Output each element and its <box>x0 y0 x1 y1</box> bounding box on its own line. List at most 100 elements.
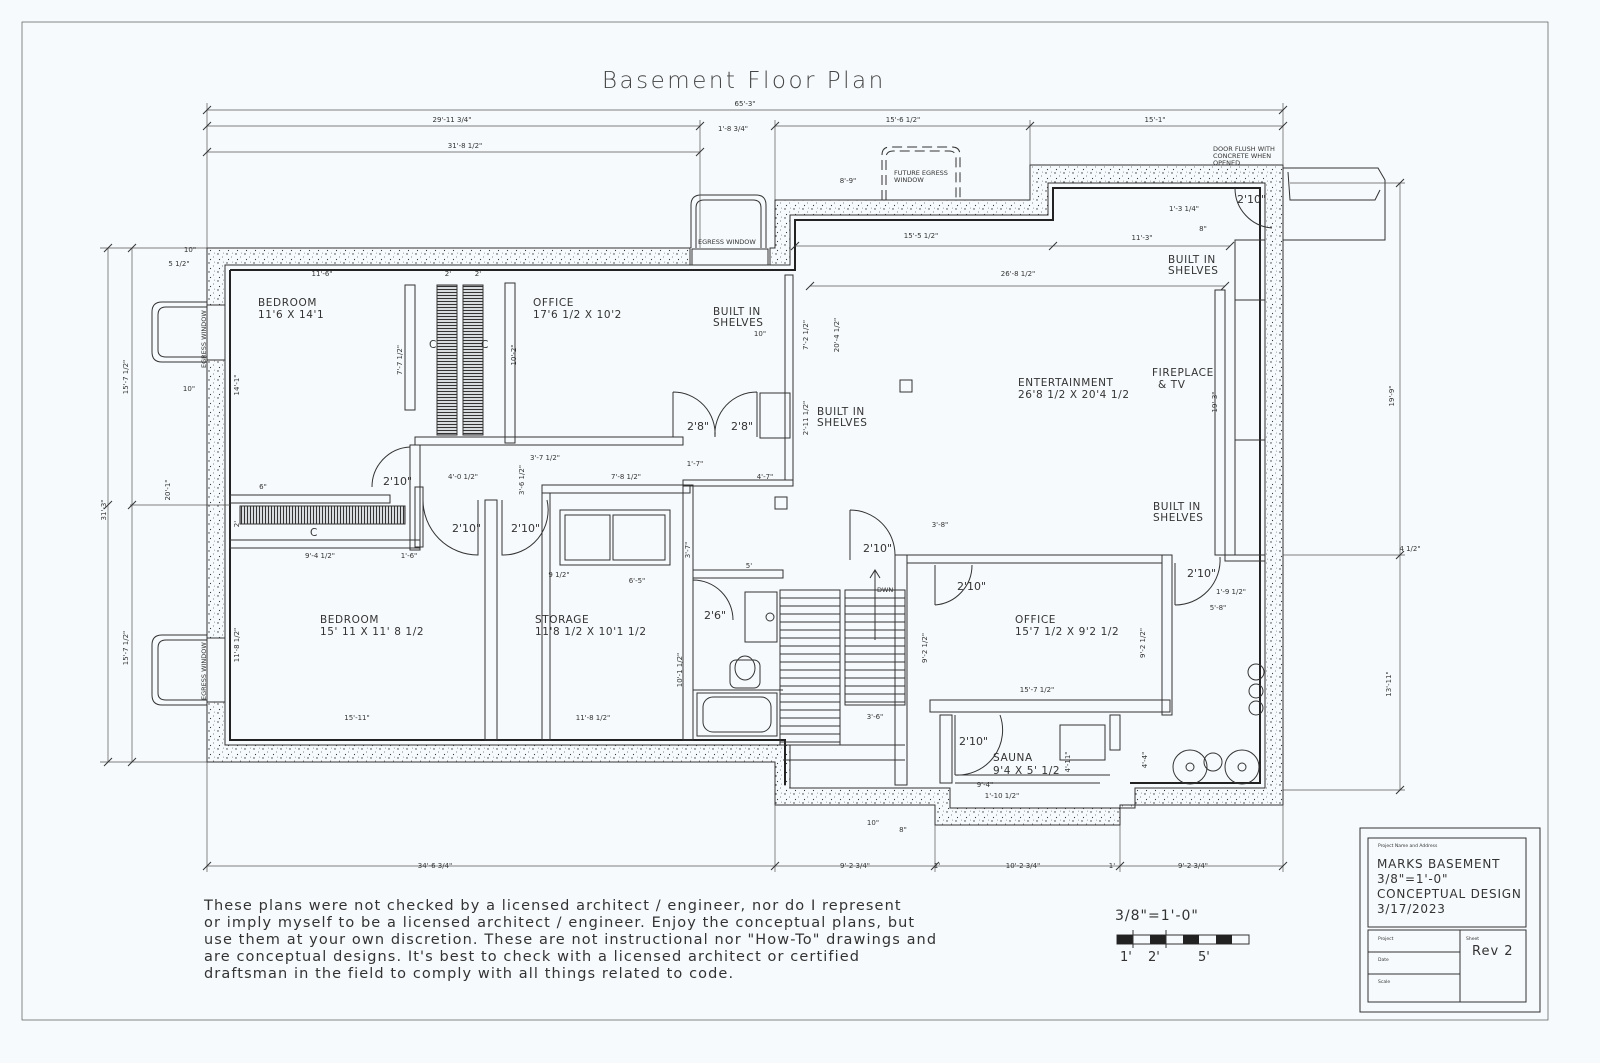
dimension-label: 31'-3" <box>100 499 108 520</box>
dimension-label: 11'-8 1/2" <box>576 714 611 722</box>
dimension-tick <box>1115 861 1125 871</box>
title-block: Project Name and Address MARKS BASEMENT … <box>1359 827 1541 1013</box>
scale-label: 3/8"=1'-0" <box>1115 908 1199 924</box>
closet-shelving <box>462 284 484 436</box>
scale-tick: 2' <box>1148 950 1160 965</box>
dimension-label: 10'-2" <box>510 344 518 365</box>
staircase <box>779 589 906 746</box>
dimension-tick <box>930 861 940 871</box>
note-future-egress: FUTURE EGRESS <box>894 169 948 177</box>
dimension-tick <box>103 243 113 253</box>
dimension-label: 2'-11 1/2" <box>802 401 810 436</box>
exterior-door-flush <box>1234 167 1386 241</box>
dimension-label: 5 1/2" <box>168 260 189 268</box>
dimension-tick <box>127 500 137 510</box>
room-size: 11'8 1/2 X 10'1 1/2 <box>535 626 647 638</box>
dimension-tick <box>1220 281 1230 291</box>
project-scale: 3/8"=1'-0" <box>1377 872 1448 886</box>
scale-tick: 5' <box>1198 950 1210 965</box>
note-shelves: SHELVES <box>1153 512 1204 524</box>
dimension-label: 9'-4" <box>977 781 994 789</box>
dimension-label: 15'-5 1/2" <box>904 232 939 240</box>
dimension-label: 5'-8" <box>1210 604 1227 612</box>
room-name: SAUNA <box>993 752 1033 764</box>
partition-walls <box>229 239 1266 786</box>
dimension-tick <box>790 241 800 251</box>
disclaimer-line: use them at your own discretion. These a… <box>204 932 937 948</box>
project-date: 3/17/2023 <box>1377 902 1446 916</box>
room-name: ENTERTAINMENT <box>1018 377 1114 389</box>
dimension-label: 1' <box>934 862 940 870</box>
room-name: BEDROOM <box>320 614 379 626</box>
dimension-tick <box>1225 241 1235 251</box>
door-size-label: 2'8" <box>731 420 753 433</box>
dimension-lines <box>100 103 1405 872</box>
egress-window-left-top <box>151 301 226 363</box>
dimension-label: 10" <box>867 819 879 827</box>
dimension-tick <box>202 121 212 131</box>
dimension-label: 65'-3" <box>734 100 755 108</box>
note-stairs-down: DWN <box>877 586 893 594</box>
door-size-label: 2'8" <box>687 420 709 433</box>
dimension-labels: 65'-3"29'-11 3/4"1'-8 3/4"31'-8 1/2"15'-… <box>100 100 1421 870</box>
future-egress-window <box>881 146 961 200</box>
dimension-label: 3'-6" <box>867 713 884 721</box>
dimension-label: 15'-1" <box>1144 116 1165 124</box>
closet-shelving <box>436 284 458 436</box>
sheet-field-label: Sheet <box>1466 936 1479 942</box>
dimension-label: 20'-4 1/2" <box>833 318 841 353</box>
dimension-label: 1' <box>1109 862 1115 870</box>
dimension-label: 7'-8 1/2" <box>611 473 641 481</box>
dimension-label: 15'-6 1/2" <box>886 116 921 124</box>
dimension-label: 5' <box>746 562 752 570</box>
room-entertainment: ENTERTAINMENT 26'8 1/2 X 20'4 1/2 <box>1018 377 1130 401</box>
note-shelves: SHELVES <box>1168 265 1219 277</box>
room-name: BEDROOM <box>258 297 317 309</box>
room-name: OFFICE <box>1015 614 1056 626</box>
date-field-label: Date <box>1378 957 1389 963</box>
bathroom-fixtures <box>559 509 778 737</box>
dimension-label: 2' <box>445 270 451 278</box>
note-tv: & TV <box>1158 379 1186 391</box>
disclaimer-line: draftsman in the field to comply with al… <box>204 966 734 982</box>
door-size-label: 2'10" <box>1237 193 1266 206</box>
dimension-label: 7'-2 1/2" <box>802 320 810 350</box>
dimension-label: 4'-11" <box>1064 751 1072 772</box>
dimension-label: 15'-11" <box>344 714 369 722</box>
dimension-label: 1'-10 1/2" <box>985 792 1020 800</box>
dimension-label: 1'-6" <box>401 552 418 560</box>
dimension-label: 15'-7 1/2" <box>122 631 130 666</box>
dimension-tick <box>1025 121 1035 131</box>
room-size: 17'6 1/2 X 10'2 <box>533 309 622 321</box>
project-field-label: Project <box>1378 936 1394 942</box>
dimension-label: 1'-3 1/4" <box>1169 205 1199 213</box>
dimension-label: 1'-7" <box>687 460 704 468</box>
dimension-label: 29'-11 3/4" <box>433 116 472 124</box>
door-swings <box>371 391 1221 776</box>
room-office-2: OFFICE 15'7 1/2 X 9'2 1/2 <box>1015 614 1119 638</box>
room-size: 26'8 1/2 X 20'4 1/2 <box>1018 389 1130 401</box>
dimension-label: 2' <box>475 270 481 278</box>
closet-label: C <box>429 339 437 351</box>
dimension-label: 3'-6 1/2" <box>518 465 526 495</box>
door-size-label: 2'10" <box>383 475 412 488</box>
dimension-ticks <box>103 105 1405 871</box>
sheet-border <box>21 21 1549 1021</box>
dimension-label: 6'-5" <box>629 577 646 585</box>
dimension-tick <box>1395 178 1405 188</box>
dimension-label: 9'-4 1/2" <box>305 552 335 560</box>
note-built-in: BUILT IN <box>713 306 761 318</box>
dimension-tick <box>1278 121 1288 131</box>
dimension-tick <box>1278 105 1288 115</box>
room-size: 9'4 X 5' 1/2 <box>993 765 1060 777</box>
dimension-tick <box>103 757 113 767</box>
dimension-label: 3'-8" <box>932 521 949 529</box>
note-built-in: BUILT IN <box>817 406 865 418</box>
mechanical-equipment <box>774 379 1265 785</box>
note-built-in: BUILT IN <box>1168 254 1216 266</box>
dimension-tick <box>770 121 780 131</box>
disclaimer: These plans were not checked by a licens… <box>203 898 937 982</box>
dimension-label: 34'-6 3/4" <box>418 862 453 870</box>
door-size-label: 2'10" <box>452 522 481 535</box>
